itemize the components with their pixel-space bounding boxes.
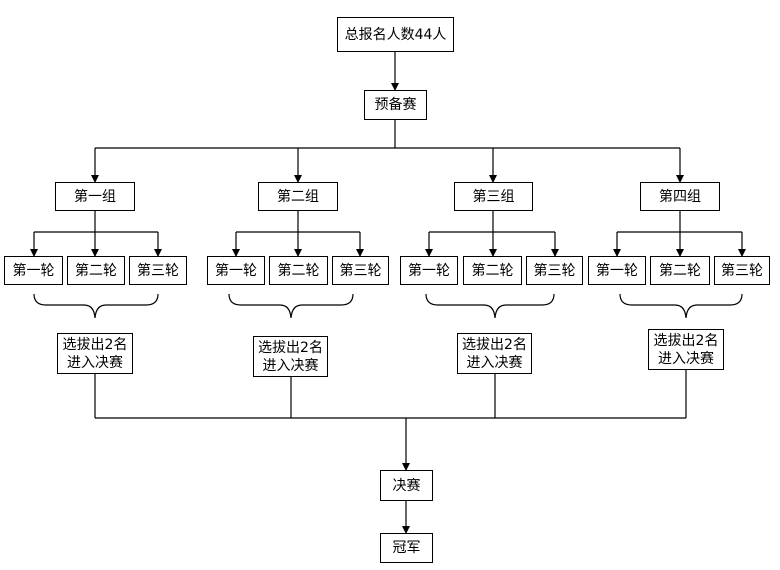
node-g3-round-1: 第一轮	[400, 256, 458, 285]
selection-line-1: 选拔出2名	[258, 339, 323, 356]
node-g2-round-1: 第一轮	[207, 256, 265, 285]
node-group-4: 第四组	[640, 182, 720, 211]
brace-group-3	[425, 293, 555, 319]
node-g2-selection: 选拔出2名 进入决赛	[253, 336, 328, 377]
node-g3-round-2: 第二轮	[463, 256, 522, 285]
node-g2-round-3: 第三轮	[332, 256, 389, 285]
selection-line-1: 选拔出2名	[653, 332, 719, 349]
node-g4-selection: 选拔出2名 进入决赛	[648, 329, 724, 370]
selection-line-2: 进入决赛	[262, 357, 319, 374]
node-preliminary: 预备赛	[364, 90, 427, 120]
node-g2-round-2: 第二轮	[269, 256, 328, 285]
brace-group-4	[619, 293, 743, 319]
node-group-3: 第三组	[454, 182, 533, 211]
node-g4-round-3: 第三轮	[714, 256, 770, 285]
node-g3-round-3: 第三轮	[526, 256, 583, 285]
selection-line-2: 进入决赛	[67, 354, 123, 371]
node-total-registrants: 总报名人数44人	[337, 17, 454, 52]
node-g1-selection: 选拔出2名 进入决赛	[57, 333, 133, 374]
selection-line-2: 进入决赛	[466, 354, 523, 371]
node-g1-round-3: 第三轮	[129, 256, 187, 285]
node-champion: 冠军	[380, 533, 433, 563]
node-group-2: 第二组	[258, 182, 338, 211]
selection-line-2: 进入决赛	[658, 350, 714, 367]
node-g4-round-1: 第一轮	[588, 256, 646, 285]
selection-line-1: 选拔出2名	[62, 336, 128, 353]
brace-group-2	[228, 293, 354, 319]
node-g3-selection: 选拔出2名 进入决赛	[457, 333, 532, 374]
node-g1-round-1: 第一轮	[4, 256, 63, 285]
node-group-1: 第一组	[55, 182, 135, 211]
node-g1-round-2: 第二轮	[67, 256, 125, 285]
node-g4-round-2: 第二轮	[650, 256, 710, 285]
brace-group-1	[33, 293, 159, 319]
selection-line-1: 选拔出2名	[462, 336, 527, 353]
node-final: 决赛	[380, 470, 433, 501]
